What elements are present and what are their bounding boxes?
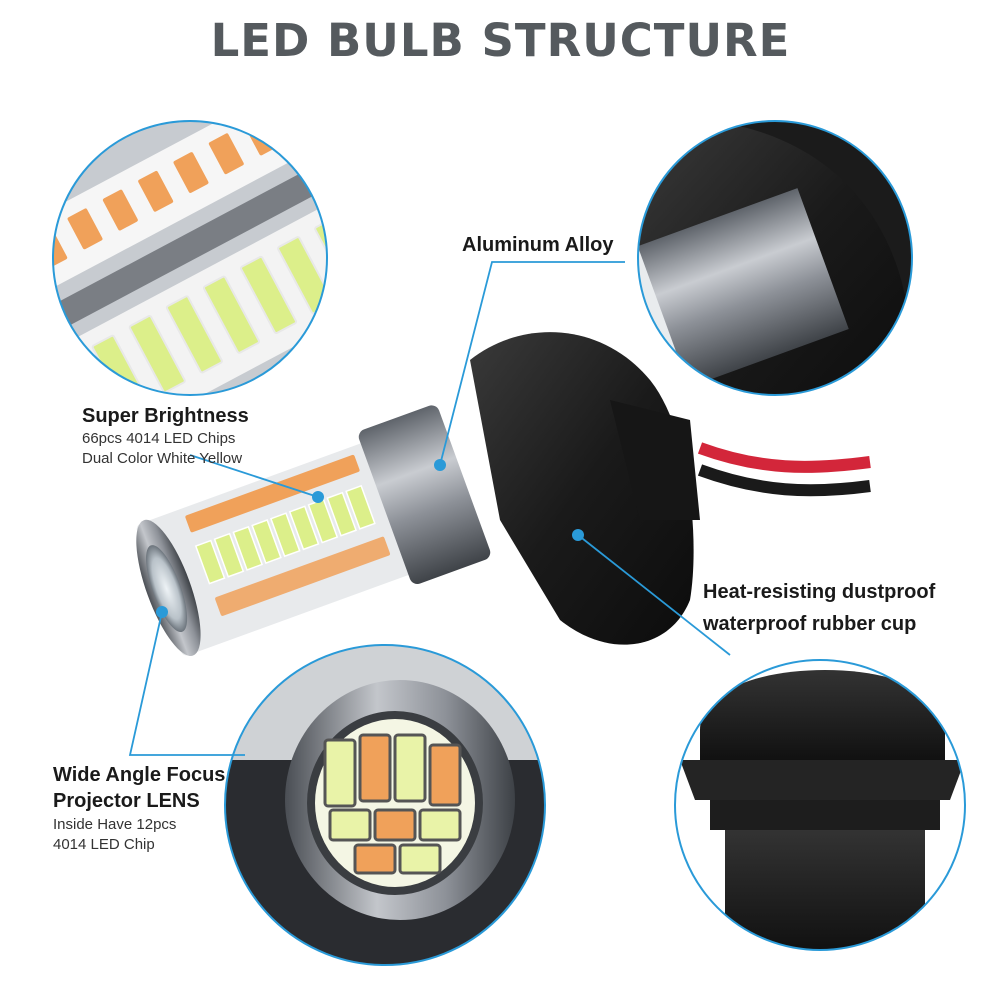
- alloy-title: Aluminum Alloy: [462, 234, 614, 256]
- bulb: [136, 332, 871, 656]
- rubber-leader-dot: [572, 529, 584, 541]
- rubber-cup-closeup-circle: [675, 660, 965, 950]
- rubber-title-line2: waterproof rubber cup: [703, 613, 917, 636]
- rubber-cup-closeup-ring: [674, 659, 966, 951]
- brightness-line1: 66pcs 4014 LED Chips: [82, 430, 236, 448]
- lens-closeup-circle: [225, 645, 545, 965]
- brightness-title: Super Brightness: [82, 405, 249, 427]
- lens-leader-dot: [156, 606, 168, 618]
- page-title: LED BULB STRUCTURE: [210, 14, 791, 67]
- rubber-leader-line: [577, 534, 731, 656]
- brightness-line2: Dual Color White Yellow: [82, 450, 243, 468]
- lens-line2: 4014 LED Chip: [53, 835, 155, 853]
- alloy-callout: Aluminum Alloy: [462, 232, 613, 258]
- rubber-title-line1: Heat-resisting dustproof: [703, 581, 936, 603]
- lens-callout: Wide Angle Focus Projector LENS Inside H…: [53, 762, 225, 854]
- brightness-leader-line: [189, 454, 319, 498]
- rubber-callout: Heat-resisting dustproof waterproof rubb…: [703, 579, 935, 638]
- brightness-leader-dot: [312, 491, 324, 503]
- alloy-closeup-ring: [637, 120, 913, 396]
- led-closeup-ring: [52, 120, 328, 396]
- lens-title-line1: Wide Angle Focus: [53, 764, 226, 786]
- led-closeup-circle: [53, 121, 327, 395]
- brightness-callout: Super Brightness 66pcs 4014 LED Chips Du…: [82, 403, 249, 469]
- lens-line1: Inside Have 12pcs: [53, 815, 177, 833]
- lens-closeup-ring: [224, 644, 546, 966]
- alloy-leader-dot: [434, 459, 446, 471]
- lens-leader-line: [128, 611, 245, 756]
- lens-title-line2: Projector LENS: [53, 790, 200, 813]
- alloy-leader-line: [439, 261, 625, 466]
